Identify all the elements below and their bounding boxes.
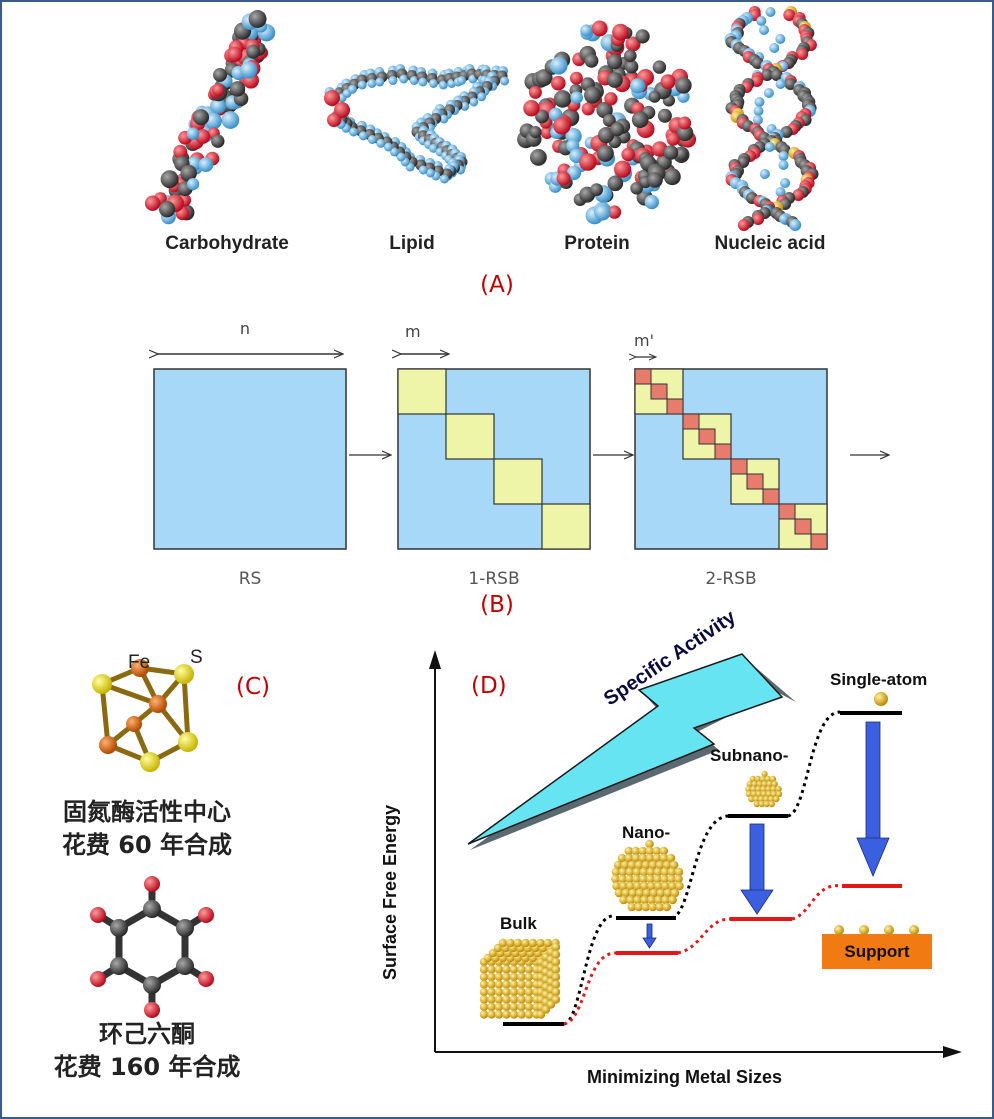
carbohydrate-label: Carbohydrate [165, 233, 289, 254]
panel-c-letter: (C) [236, 674, 271, 700]
subnano-to-single-black-dotted [787, 710, 841, 818]
single-atom-stabilization-arrow [856, 721, 890, 878]
m-prime-label: m' [634, 331, 654, 350]
single-gold-atom [874, 692, 888, 706]
bulk-to-nano-red-dotted [563, 951, 617, 1026]
nucleic-acid-label: Nucleic acid [714, 233, 826, 254]
1rsb-label: 1-RSB [468, 569, 520, 589]
fes-cluster-model [92, 659, 198, 772]
y-axis-arrowhead [429, 650, 441, 669]
x-axis-title: Minimizing Metal Sizes [587, 1067, 783, 1087]
bulk-label: Bulk [500, 914, 537, 933]
subnano-to-single-red-dotted [791, 884, 843, 921]
hexaketocyclohexane-model [90, 876, 214, 1018]
protein-model [517, 20, 697, 225]
rs-label: RS [238, 569, 262, 589]
nano-to-subnano-red-dotted [677, 917, 731, 955]
nitrogenase-caption-line2: 花费 60 年合成 [61, 831, 233, 859]
lipid-label: Lipid [389, 233, 435, 254]
support-label: Support [844, 942, 910, 961]
nucleic-acid-model [724, 6, 819, 231]
single-atom-label: Single-atom [830, 670, 928, 689]
panel-d-letter: (D) [471, 673, 507, 699]
nano-to-subnano-black-dotted [671, 814, 729, 920]
subnano-label: Subnano- [710, 746, 789, 765]
protein-label: Protein [564, 233, 630, 254]
carbohydrate-model [144, 10, 276, 225]
bulk-gold-cube [479, 938, 561, 1019]
cyclohexanehexone-caption-line1: 环己六酮 [99, 1020, 195, 1048]
support-slab [822, 934, 932, 969]
lipid-model [324, 64, 509, 184]
x-axis-arrowhead [943, 1046, 962, 1058]
nano-label: Nano- [622, 823, 671, 842]
bulk-to-nano-black-dotted [563, 914, 615, 1026]
y-axis-title: Surface Free Energy [380, 804, 400, 980]
fe-atom-label: Fe [128, 652, 151, 673]
panel-b-matrices [2, 302, 992, 550]
nano-stabilization-arrow [642, 923, 657, 949]
2rsb-label: 2-RSB [705, 569, 757, 589]
n-label: n [239, 319, 251, 338]
panel-a-letter: (A) [480, 272, 514, 298]
panel-b-letter: (B) [480, 592, 514, 618]
m-label: m [405, 322, 421, 341]
nitrogenase-caption-line1: 固氮酶活性中心 [63, 798, 231, 826]
cyclohexanehexone-caption-line2: 花费 160 年合成 [53, 1053, 241, 1081]
rs-matrix [153, 368, 347, 550]
s-atom-label: S [190, 647, 203, 668]
panel-a-molecules [144, 6, 819, 231]
subnano-gold-cluster [745, 770, 783, 808]
1rsb-diagonal-blocks [397, 368, 591, 550]
nano-gold-cluster [611, 839, 684, 912]
subnano-stabilization-arrow [740, 823, 774, 915]
specific-activity-arrow [467, 653, 784, 845]
2rsb-diagonal-blocks [634, 368, 828, 550]
